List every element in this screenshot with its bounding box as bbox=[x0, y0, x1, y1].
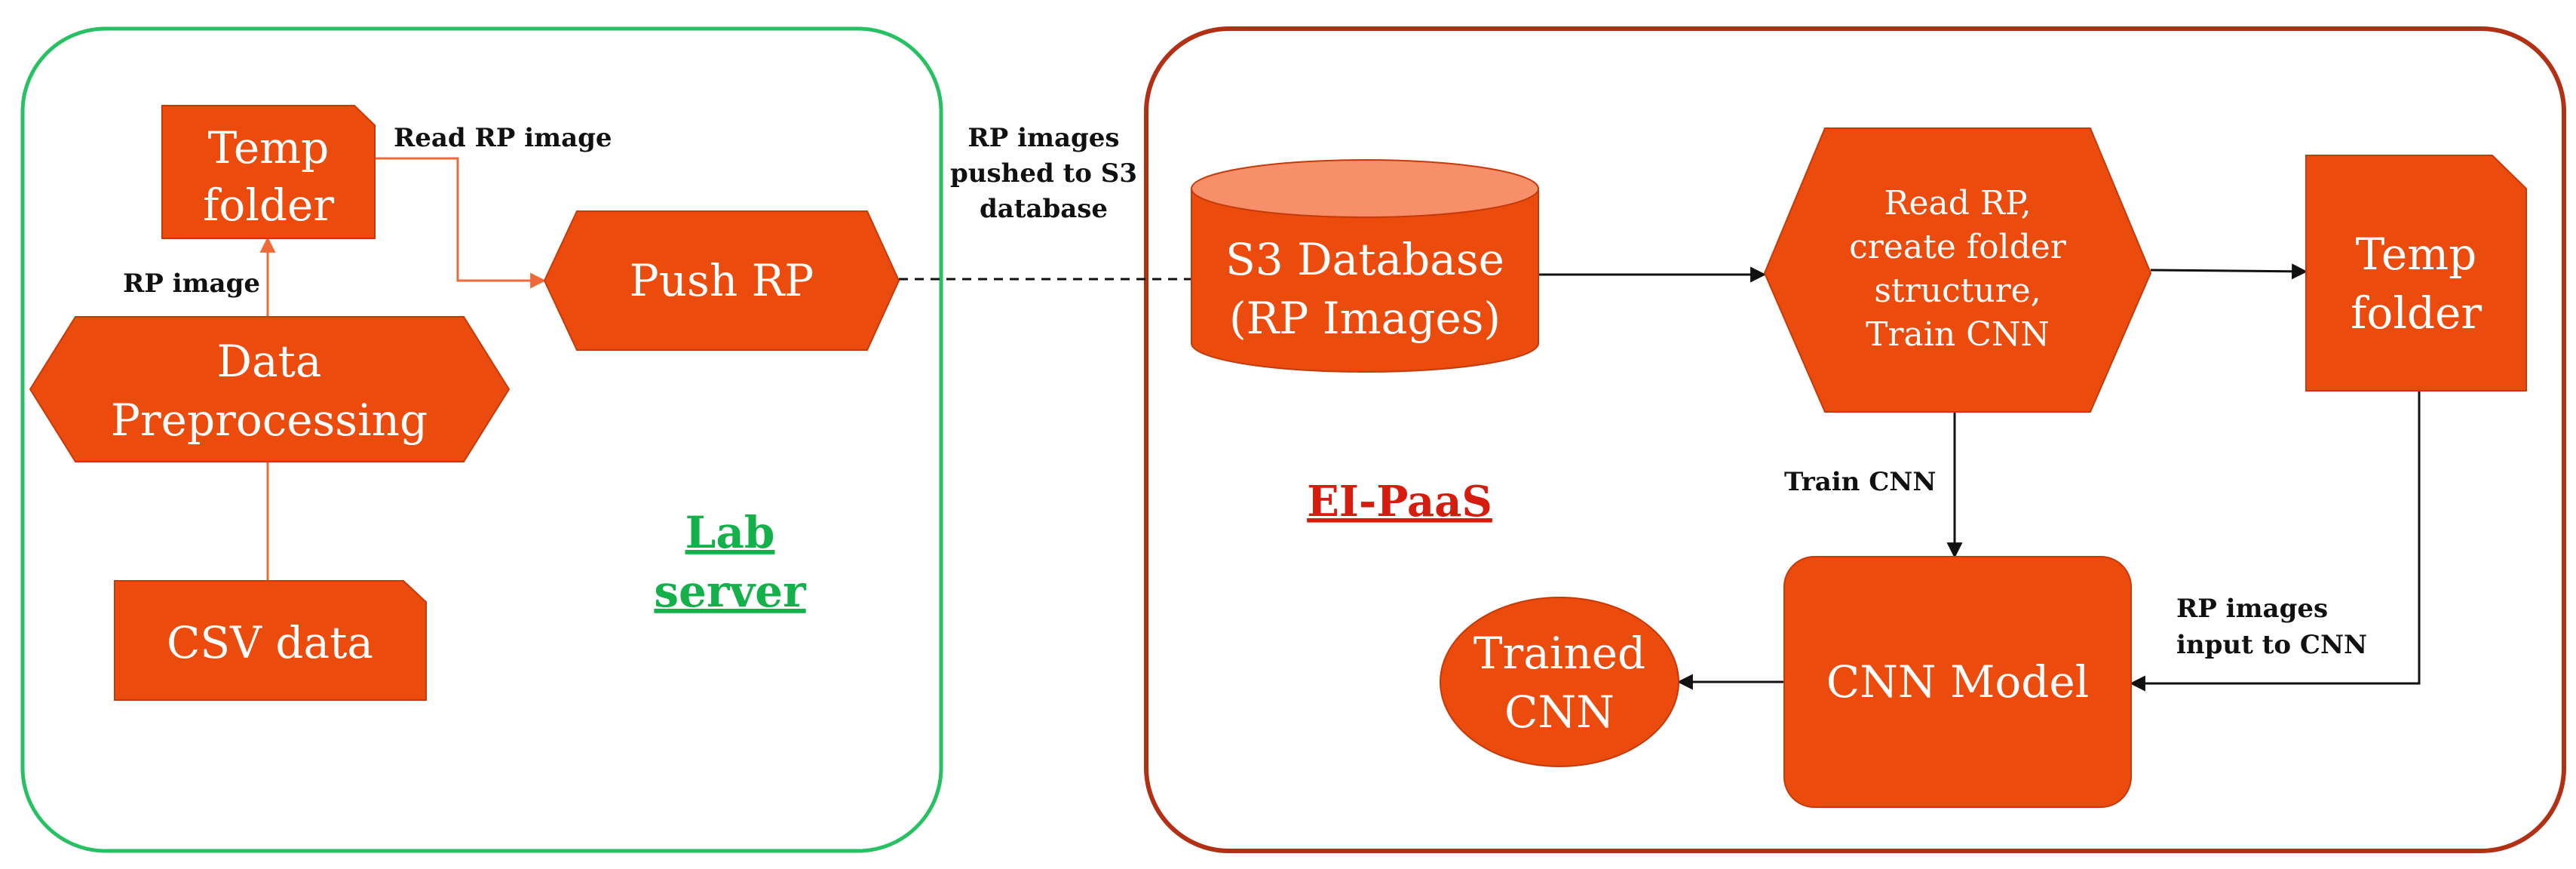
read-rp-line1: Read RP, bbox=[1884, 184, 2031, 223]
s3-database-line2: (RP Images) bbox=[1229, 293, 1501, 344]
s3-database-line1: S3 Database bbox=[1225, 234, 1504, 285]
temp-to-push-arrow bbox=[375, 157, 547, 289]
push-rp-label: Push RP bbox=[630, 255, 814, 306]
read-rp-line4: Train CNN bbox=[1866, 315, 2050, 354]
ei-paas-label: EI-PaaS bbox=[1307, 477, 1492, 527]
read-rp-line2: create folder bbox=[1849, 228, 2067, 266]
input-to-cnn-label-line2: input to CNN bbox=[2176, 630, 2367, 660]
s3-database-node: S3 Database (RP Images) bbox=[1191, 159, 1539, 373]
temp-folder-right-line2: folder bbox=[2351, 287, 2482, 339]
data-preprocessing-node: Data Preprocessing bbox=[29, 316, 511, 462]
lab-server-label-line1: Lab bbox=[685, 507, 775, 558]
cnn-model-node: CNN Model bbox=[1783, 556, 2132, 808]
csv-data-label: CSV data bbox=[167, 617, 373, 668]
input-to-cnn-label-line1: RP images bbox=[2176, 594, 2328, 624]
trained-cnn-line2: CNN bbox=[1504, 686, 1615, 738]
trained-cnn-node: Trained CNN bbox=[1440, 597, 1679, 767]
lab-server-region bbox=[20, 26, 943, 853]
temp-folder-right-line1: Temp bbox=[2356, 229, 2477, 280]
data-preprocessing-line1: Data bbox=[217, 336, 322, 387]
pushed-to-s3-label-line2: pushed to S3 bbox=[950, 158, 1137, 189]
train-cnn-edge-label: Train CNN bbox=[1784, 467, 1936, 497]
temp-folder-left-node: Temp folder bbox=[161, 105, 376, 239]
data-preprocessing-line2: Preprocessing bbox=[111, 395, 428, 446]
temp-to-cnn-arrow bbox=[2129, 391, 2421, 692]
lab-server-label-line2: server bbox=[654, 566, 807, 617]
ei-paas-region bbox=[1144, 26, 2566, 853]
read-rp-image-edge-label: Read RP image bbox=[394, 123, 612, 153]
trained-cnn-line1: Trained bbox=[1474, 628, 1645, 679]
read-to-temp-arrow bbox=[2150, 263, 2308, 280]
temp-folder-left-line1: Temp bbox=[208, 122, 330, 173]
read-rp-train-node: Read RP, create folder structure, Train … bbox=[1763, 127, 2152, 413]
temp-folder-right-node: Temp folder bbox=[2305, 155, 2527, 392]
cnn-model-label: CNN Model bbox=[1826, 656, 2090, 708]
csv-data-node: CSV data bbox=[114, 580, 427, 701]
rp-image-edge-label: RP image bbox=[123, 269, 260, 299]
push-rp-node: Push RP bbox=[543, 210, 900, 351]
temp-folder-left-line2: folder bbox=[203, 180, 334, 231]
pushed-to-s3-label-line3: database bbox=[980, 194, 1108, 224]
pushed-to-s3-label-line1: RP images bbox=[968, 123, 1119, 153]
read-rp-line3: structure, bbox=[1874, 272, 2041, 310]
